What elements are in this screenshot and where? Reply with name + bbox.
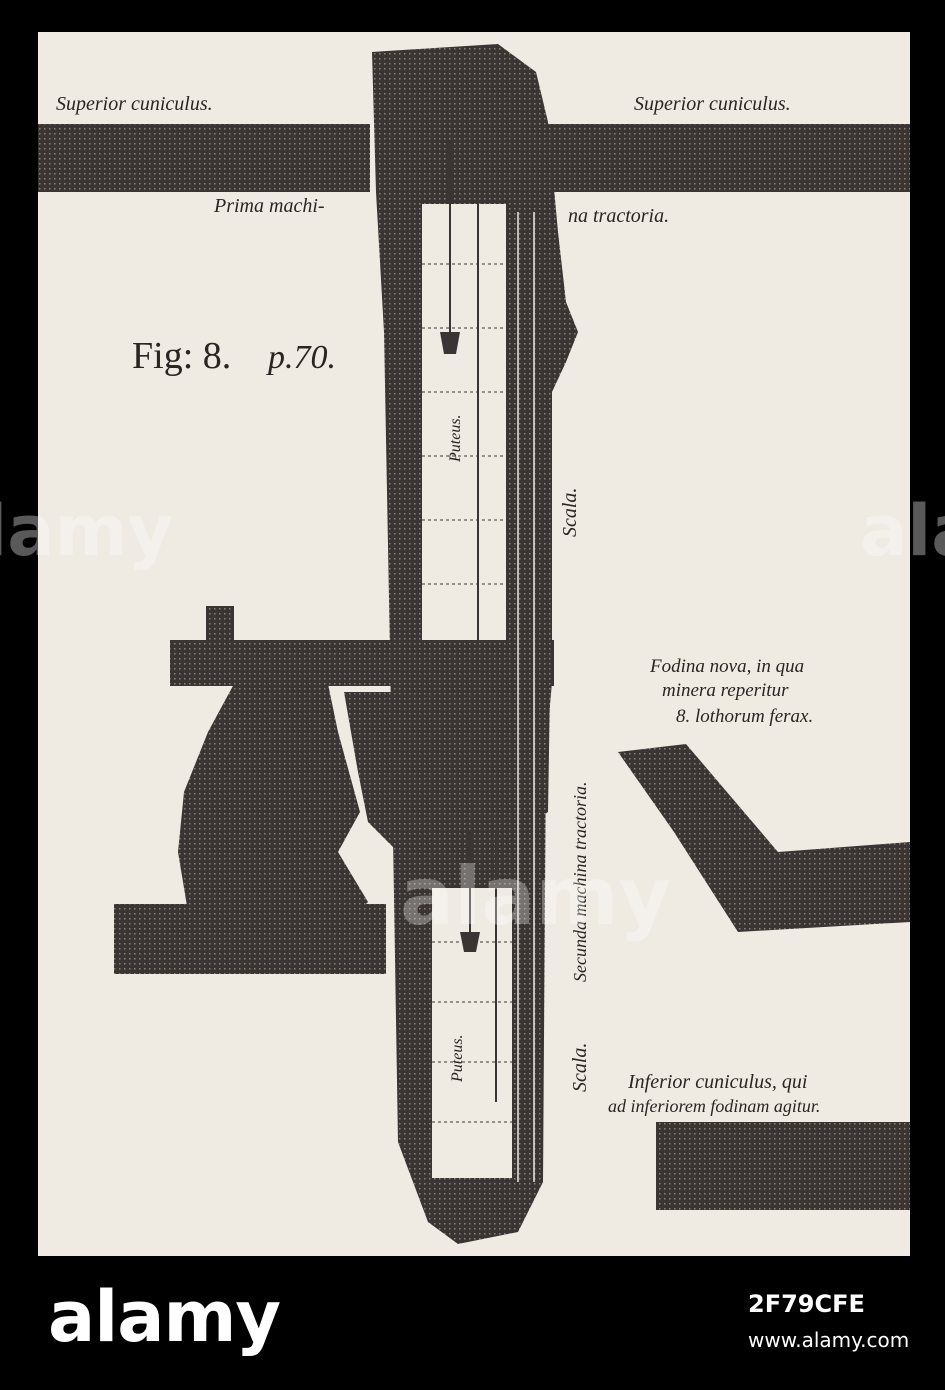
work-chamber: [344, 692, 550, 852]
label-prima-b: na tractoria.: [568, 205, 669, 227]
inferior-gallery: [656, 1122, 910, 1210]
stock-url: www.alamy.com: [748, 1328, 910, 1352]
upper-puteus: [422, 204, 506, 644]
label-scala-lower: Scala.: [569, 1043, 591, 1092]
label-inferior-1: Inferior cuniculus, qui: [627, 1071, 807, 1093]
engraving-plate: Superior cuniculus. Superior cuniculus. …: [38, 32, 910, 1256]
label-scala-upper: Scala.: [559, 488, 581, 537]
label-puteus-upper: Puteus.: [447, 414, 464, 463]
figure-label: Fig: 8.: [132, 335, 231, 377]
watermark-strip: [0, 1265, 945, 1390]
label-fodina-2: minera reperitur: [662, 680, 789, 701]
label-fodina-3: 8. lothorum ferax.: [676, 706, 813, 727]
bucket-icon: [440, 332, 460, 354]
lower-left-gallery: [114, 904, 386, 974]
watermark-logo-right: alamy: [860, 490, 945, 572]
mine-diagram: Superior cuniculus. Superior cuniculus. …: [38, 44, 910, 1244]
label-fodina-1: Fodina nova, in qua: [649, 656, 804, 677]
chimney: [206, 606, 234, 646]
label-superior-right: Superior cuniculus.: [634, 93, 791, 115]
middle-gallery: [170, 640, 554, 686]
new-mine-gallery: [618, 744, 910, 932]
watermark-logo-center: alamy: [400, 850, 671, 943]
label-inferior-2: ad inferiorem fodinam agitur.: [608, 1096, 820, 1116]
stock-id: 2F79CFE: [748, 1290, 865, 1318]
ladder: [517, 212, 535, 1182]
lower-bucket-icon: [460, 932, 480, 952]
page-ref: p.70.: [266, 339, 336, 376]
watermark-logo-bottom: alamy: [48, 1276, 281, 1358]
label-prima-a: Prima machi-: [213, 195, 325, 217]
left-cave: [178, 684, 368, 912]
label-puteus-lower: Puteus.: [449, 1034, 466, 1083]
upper-gallery-left: [38, 124, 370, 192]
upper-gallery-right: [508, 124, 910, 192]
watermark-logo-left: alamy: [0, 490, 174, 572]
label-superior-left: Superior cuniculus.: [56, 93, 213, 115]
label-secunda: Secunda machina tractoria.: [570, 782, 590, 982]
